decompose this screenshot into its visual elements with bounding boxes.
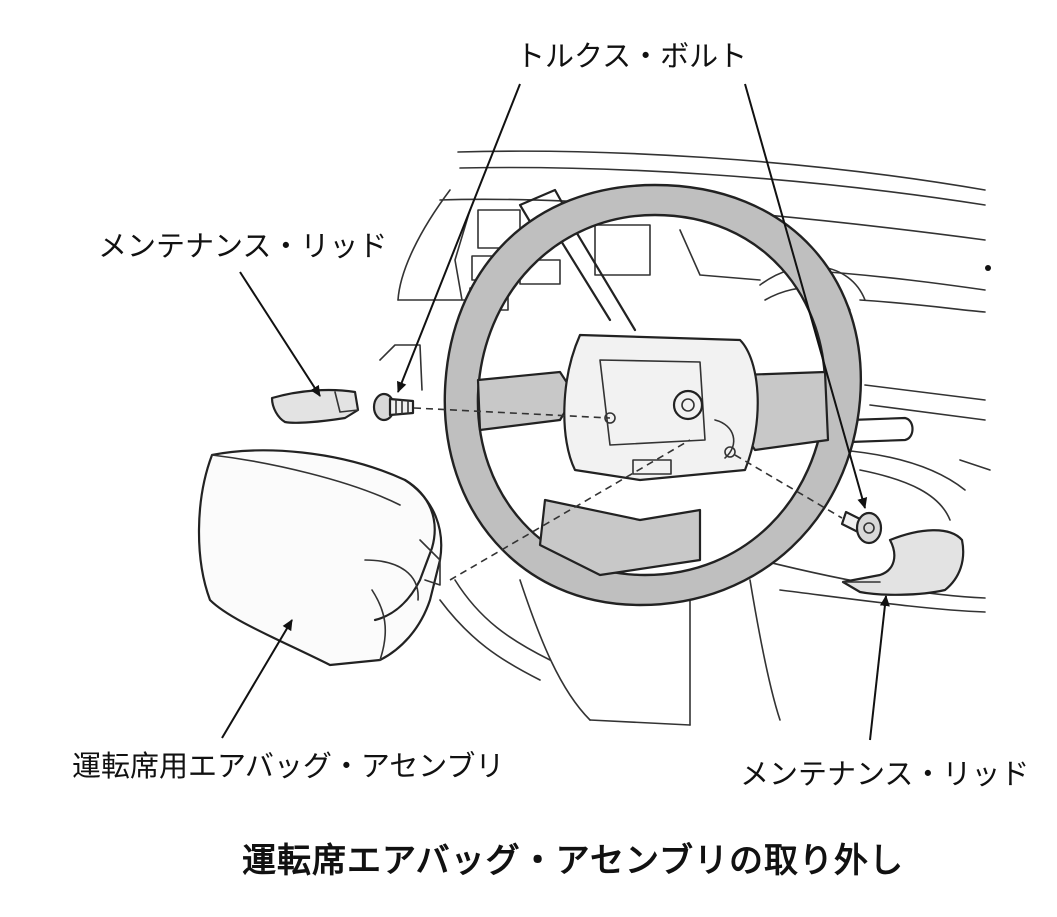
bolt-axis-left [413, 407, 611, 419]
leader-lid-right [869, 595, 890, 741]
figure-caption: 運転席エアバッグ・アセンブリの取り外し [242, 841, 904, 881]
label-driver-airbag-assembly: 運転席用エアバッグ・アセンブリ [72, 749, 505, 783]
bolt-axis-right [734, 454, 843, 519]
leader-airbag [221, 619, 293, 739]
leader-lid-left [239, 271, 321, 397]
torx-bolt-left [372, 392, 415, 422]
torx-bolt-right [840, 510, 883, 545]
label-maintenance-lid-left: メンテナンス・リッド [98, 229, 388, 263]
label-maintenance-lid-right: メンテナンス・リッド [740, 757, 1030, 791]
airbag-axis [449, 439, 691, 581]
airbag-assembly-part [197, 449, 443, 667]
label-torx-bolt: トルクス・ボルト [516, 39, 748, 73]
steering-wheel [443, 183, 863, 607]
leader-bolt-left [397, 83, 521, 393]
maintenance-lid-right-part [841, 529, 965, 596]
leader-bolt-right [744, 83, 868, 509]
speck [985, 265, 991, 271]
maintenance-lid-left-part [270, 388, 360, 424]
